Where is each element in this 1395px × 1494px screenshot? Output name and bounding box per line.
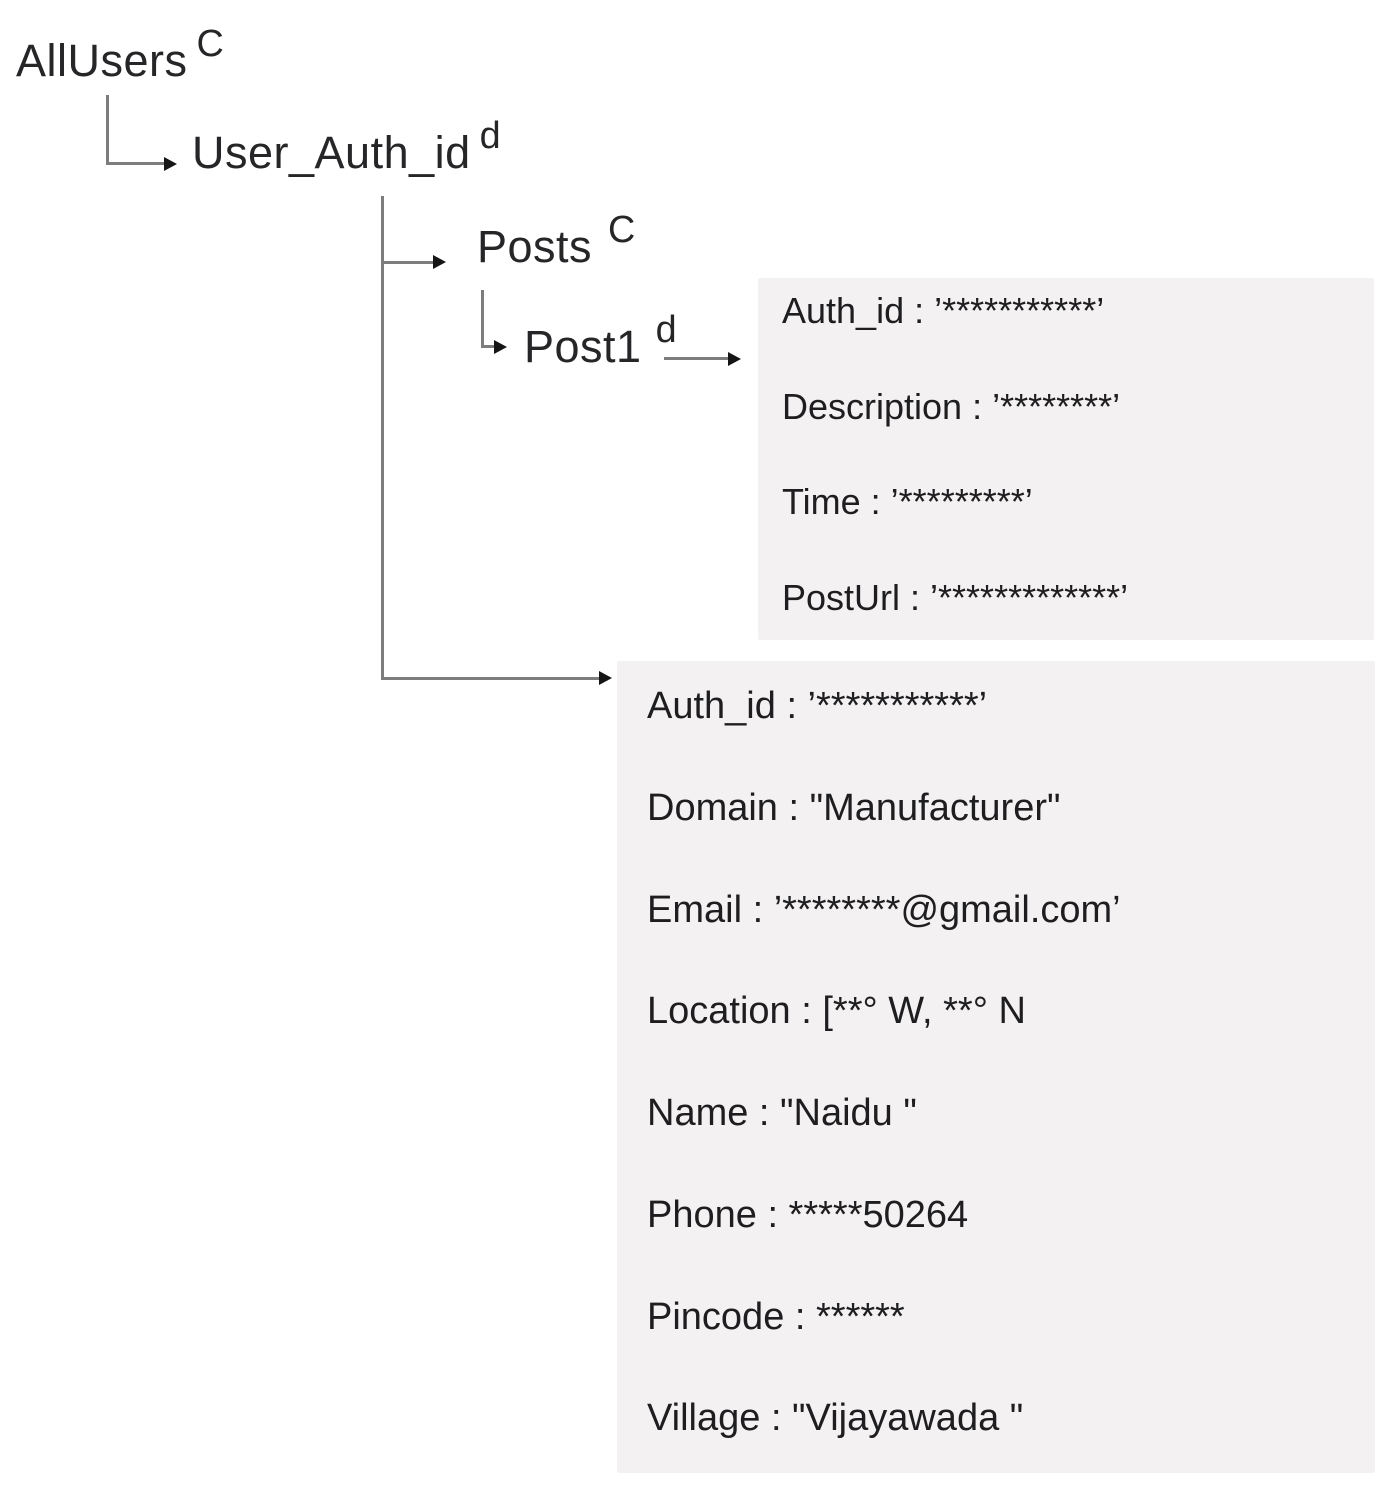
arrowhead-to-posts	[433, 255, 446, 269]
arrowhead-to-user-doc	[164, 157, 177, 171]
field-user-phone: Phone : *****50264	[647, 1193, 969, 1236]
node-post1: Post1 d	[524, 310, 677, 372]
field-user-village: Village : "Vijayawada "	[647, 1397, 1024, 1440]
node-post1-label: Post1	[524, 321, 642, 372]
node-posts: Posts C	[477, 210, 636, 272]
arrowhead-to-user-box	[599, 671, 612, 685]
collection-marker: C	[608, 209, 636, 252]
connector-post1-to-box	[664, 357, 728, 360]
field-post-posturl: PostUrl : ’*************’	[782, 576, 1129, 618]
node-posts-label: Posts	[477, 221, 593, 272]
user-fields-box: Auth_id : ’***********’ Domain : "Manufa…	[617, 661, 1375, 1473]
arrowhead-to-post-box	[728, 352, 741, 366]
field-post-description: Description : ’********’	[782, 385, 1121, 427]
field-user-auth-id: Auth_id : ’***********’	[647, 685, 988, 727]
field-user-pincode: Pincode : ******	[647, 1295, 905, 1338]
arrowhead-to-post1	[494, 340, 507, 354]
post1-fields-box: Auth_id : ’***********’ Description : ’*…	[758, 278, 1374, 640]
document-marker: d	[655, 309, 678, 352]
field-user-name: Name : "Naidu "	[647, 1092, 917, 1135]
field-post-time: Time : ’*********’	[782, 481, 1033, 523]
field-user-domain: Domain : "Manufacturer"	[647, 786, 1061, 829]
field-user-location: Location : [**° W, **° N	[647, 990, 1026, 1033]
connector-allusers-vertical	[106, 95, 109, 165]
collection-marker: C	[196, 23, 225, 66]
field-user-email: Email : ’********@gmail.com’	[647, 888, 1121, 931]
document-marker: d	[479, 115, 502, 158]
connector-post1-horizontal	[481, 345, 494, 348]
connector-allusers-horizontal	[106, 162, 164, 165]
connector-user-doc-trunk	[381, 196, 384, 680]
connector-user-box-horizontal	[381, 677, 599, 680]
field-post-auth-id: Auth_id : ’***********’	[782, 290, 1105, 331]
connector-posts-horizontal	[381, 261, 433, 264]
node-user-auth-id-label: User_Auth_id	[192, 127, 471, 178]
node-allusers-label: AllUsers	[16, 35, 188, 86]
connector-post1-vertical	[481, 290, 484, 348]
